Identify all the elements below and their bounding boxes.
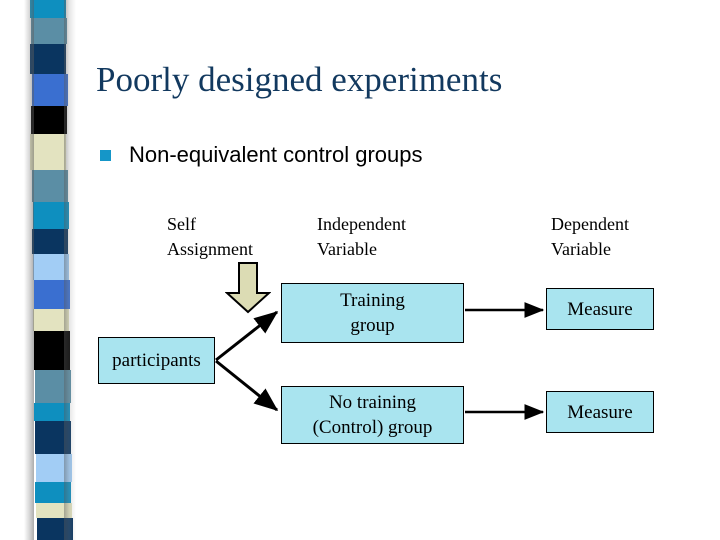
box-control-group-label-line1: No training [328, 392, 417, 413]
down-block-arrow-icon [224, 262, 272, 314]
stripe-shadow-left [24, 0, 34, 540]
stripe-segment [34, 280, 70, 309]
box-measure-training-label: Measure [567, 298, 633, 320]
stripe-segment [33, 202, 69, 229]
column-header-line2: Variable [551, 239, 611, 259]
box-measure-training[interactable]: Measure [546, 288, 654, 330]
stripe-segment [37, 518, 73, 540]
bullet-item-label: Non-equivalent control groups [129, 142, 423, 167]
column-header-line2: Variable [317, 239, 377, 259]
column-header-self-assignment: Self Assignment [167, 212, 253, 262]
box-measure-control-label: Measure [567, 401, 633, 423]
stripe-segment [32, 170, 68, 202]
box-training-group-label-line2: group [350, 315, 395, 336]
column-header-line1: Dependent [551, 214, 629, 234]
connector-participants-to-control [215, 359, 279, 412]
stripe-segment [35, 421, 71, 454]
column-header-line1: Self [167, 214, 196, 234]
box-training-group[interactable]: Training group [281, 283, 464, 343]
column-header-independent-variable: Independent Variable [317, 212, 406, 262]
stripe-segment [34, 331, 70, 370]
stripe-segment [30, 44, 66, 74]
box-training-group-label-line1: Training [340, 290, 405, 311]
stripe-segment [30, 0, 66, 18]
box-participants-label: participants [112, 350, 201, 371]
column-header-line1: Independent [317, 214, 406, 234]
stripe-segment [31, 18, 67, 44]
box-measure-control[interactable]: Measure [546, 391, 654, 433]
box-participants[interactable]: participants [98, 337, 215, 384]
left-decorative-stripe-band [24, 0, 76, 540]
stripe-segment [34, 403, 70, 421]
page-title: Poorly designed experiments [96, 60, 503, 99]
square-bullet-icon [100, 149, 111, 161]
connector-participants-to-training [215, 310, 279, 362]
box-control-group[interactable]: No training (Control) group [281, 386, 464, 444]
stripe-segment [35, 482, 71, 503]
stripe-segment [36, 503, 72, 518]
stripe-segment [33, 309, 69, 331]
stripe-segment [33, 254, 69, 280]
box-control-group-label-line2: (Control) group [312, 417, 433, 438]
stripe-segment [35, 370, 71, 403]
column-header-line2: Assignment [167, 239, 254, 259]
bullet-item: Non-equivalent control groups [100, 142, 423, 168]
stripe-segment [36, 454, 72, 482]
column-header-dependent-variable: Dependent Variable [551, 212, 629, 262]
stripe-segment [30, 134, 66, 170]
stripe-shadow-right [64, 0, 76, 540]
stripe-segment [32, 229, 68, 254]
stripe-segment [32, 74, 68, 106]
stripe-segment [31, 106, 67, 134]
